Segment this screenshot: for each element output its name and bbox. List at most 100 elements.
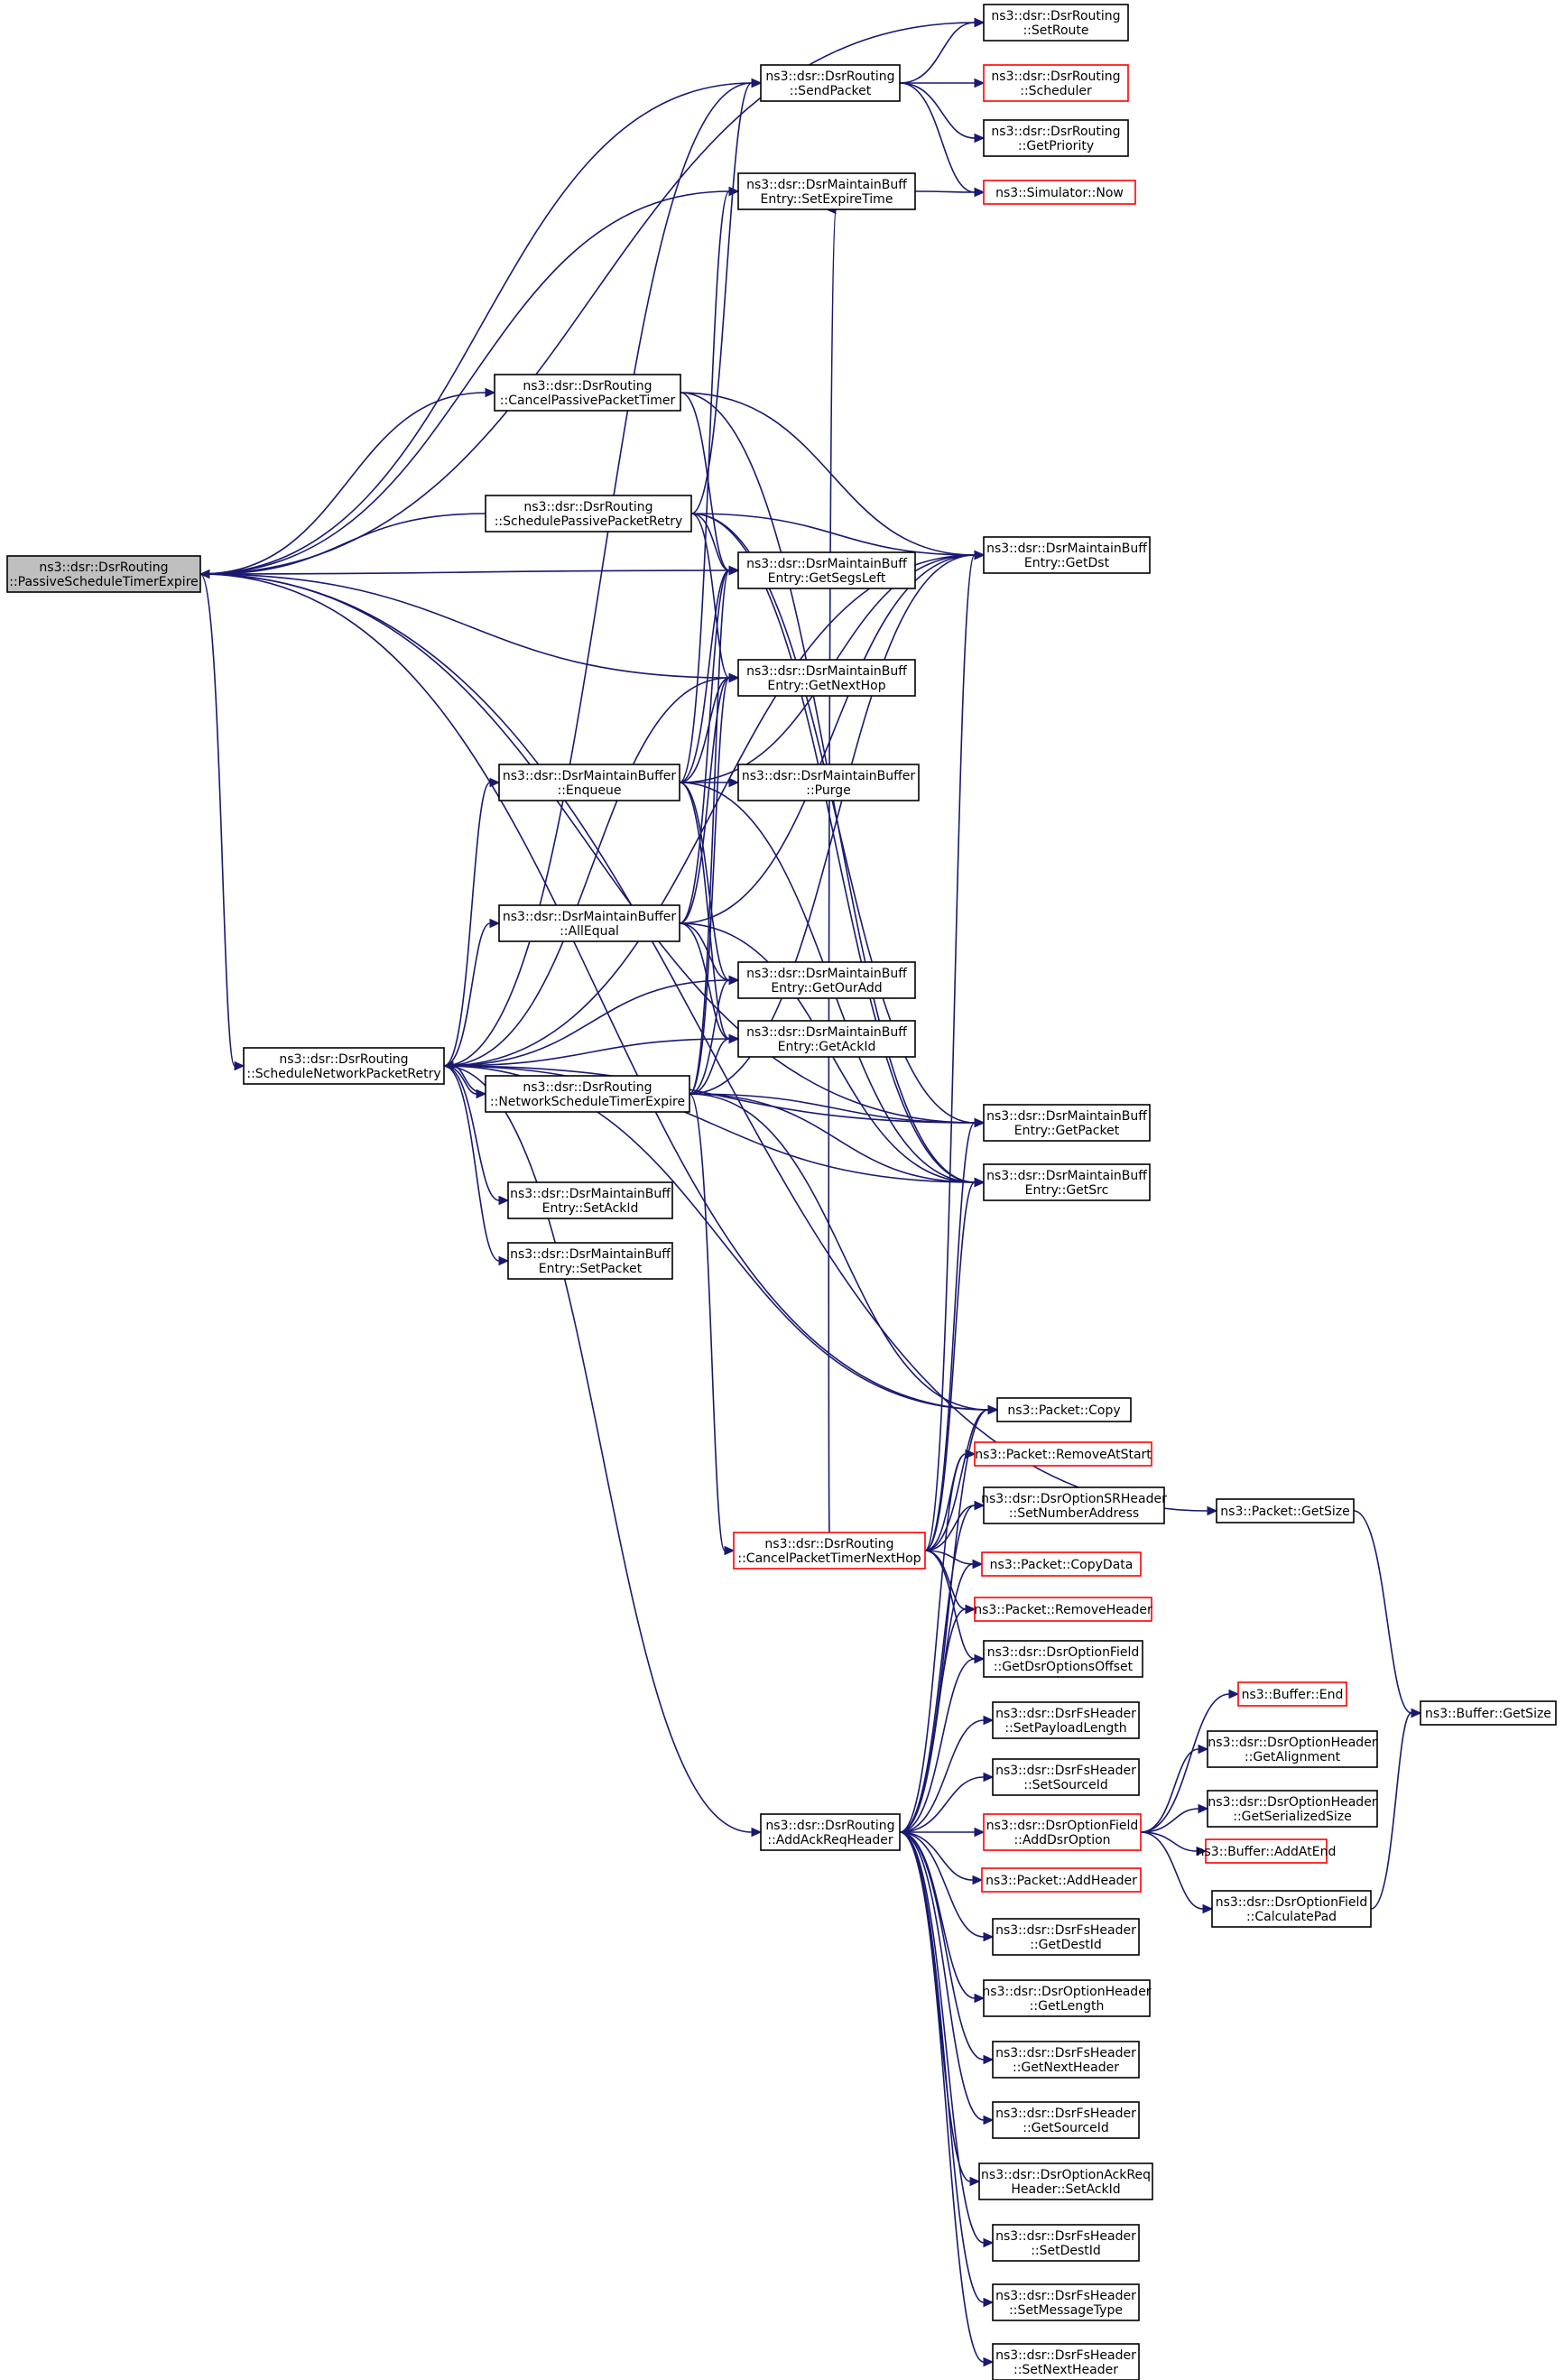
- node-get-dsr-options-offset[interactable]: ns3::dsr::DsrOptionField::GetDsrOptionsO…: [983, 1640, 1143, 1678]
- call-edge: [900, 78, 986, 88]
- node-label: ns3::dsr::DsrMaintainBuff: [986, 1109, 1147, 1124]
- call-edge: [680, 392, 740, 576]
- node-set-next-header[interactable]: ns3::dsr::DsrFsHeader::SetNextHeader: [992, 2343, 1140, 2380]
- node-label: ::SetRoute: [1023, 23, 1088, 38]
- node-buffer-get-size[interactable]: ns3::Buffer::GetSize: [1420, 1700, 1557, 1726]
- node-label: ::GetDsrOptionsOffset: [994, 1660, 1134, 1674]
- node-get-source-id[interactable]: ns3::dsr::DsrFsHeader::GetSourceId: [992, 2101, 1140, 2139]
- call-edge: [443, 918, 501, 1067]
- call-edge: [690, 78, 763, 514]
- node-label: ns3::dsr::DsrMaintainBuff: [746, 178, 907, 192]
- node-set-route[interactable]: ns3::dsr::DsrRouting::SetRoute: [983, 4, 1129, 42]
- node-add-dsr-option[interactable]: ns3::dsr::DsrOptionField::AddDsrOption: [983, 1813, 1142, 1851]
- node-cancel-passive-timer[interactable]: ns3::dsr::DsrRouting::CancelPassivePacke…: [494, 374, 681, 412]
- node-get-alignment[interactable]: ns3::dsr::DsrOptionHeader::GetAlignment: [1207, 1730, 1378, 1768]
- node-set-payload-length[interactable]: ns3::dsr::DsrFsHeader::SetPayloadLength: [992, 1701, 1140, 1739]
- node-label: ::NetworkScheduleTimerExpire: [490, 1095, 685, 1109]
- call-edge: [899, 1827, 986, 1838]
- node-send-packet[interactable]: ns3::dsr::DsrRouting::SendPacket: [760, 64, 901, 102]
- node-schedule-network-retry[interactable]: ns3::dsr::DsrRouting::ScheduleNetworkPac…: [243, 1047, 445, 1085]
- node-get-length[interactable]: ns3::dsr::DsrOptionHeader::GetLength: [982, 1979, 1152, 2017]
- node-get-next-header[interactable]: ns3::dsr::DsrFsHeader::GetNextHeader: [992, 2041, 1140, 2079]
- node-label: ::CancelPacketTimerNextHop: [737, 1551, 921, 1566]
- node-label: ns3::dsr::DsrMaintainBuff: [746, 664, 907, 679]
- node-schedule-passive-retry[interactable]: ns3::dsr::DsrRouting::SchedulePassivePac…: [485, 495, 692, 532]
- node-label: ns3::dsr::DsrFsHeader: [995, 1923, 1136, 1938]
- node-label: ::SetMessageType: [1009, 2303, 1123, 2318]
- node-label: ns3::dsr::DsrFsHeader: [995, 2046, 1136, 2061]
- node-label: ns3::dsr::DsrRouting: [764, 1537, 893, 1551]
- node-label: ns3::Buffer::End: [1242, 1688, 1344, 1702]
- node-set-packet[interactable]: ns3::dsr::DsrMaintainBuffEntry::SetPacke…: [507, 1242, 673, 1280]
- call-edge: [899, 1831, 995, 2367]
- call-edge: [899, 1831, 984, 1885]
- node-label: Entry::GetSrc: [1025, 1183, 1109, 1198]
- call-edge: [899, 1831, 995, 2065]
- node-passive-timer-expire: ns3::dsr::DsrRouting::PassiveScheduleTim…: [6, 555, 201, 593]
- node-simulator-now[interactable]: ns3::Simulator::Now: [983, 180, 1136, 205]
- node-label: ns3::dsr::DsrOptionField: [987, 1645, 1140, 1660]
- node-label: ns3::dsr::DsrRouting: [991, 125, 1120, 139]
- node-get-our-add[interactable]: ns3::dsr::DsrMaintainBuffEntry::GetOurAd…: [737, 961, 916, 999]
- node-get-dest-id[interactable]: ns3::dsr::DsrFsHeader::GetDestId: [992, 1918, 1140, 1956]
- node-cancel-timer-next-hop[interactable]: ns3::dsr::DsrRouting::CancelPacketTimerN…: [733, 1532, 926, 1570]
- node-add-ack-req-header[interactable]: ns3::dsr::DsrRouting::AddAckReqHeader: [760, 1813, 901, 1851]
- node-set-number-address[interactable]: ns3::dsr::DsrOptionSRHeader::SetNumberAd…: [981, 1486, 1167, 1524]
- node-label: ns3::dsr::DsrFsHeader: [995, 2289, 1136, 2303]
- node-label: ns3::dsr::DsrFsHeader: [995, 2348, 1136, 2363]
- node-label: Entry::GetOurAdd: [771, 981, 882, 996]
- node-label: ::SetNextHeader: [1013, 2363, 1118, 2377]
- node-label: ::Scheduler: [1020, 84, 1092, 98]
- node-get-serialized-size[interactable]: ns3::dsr::DsrOptionHeader::GetSerialized…: [1207, 1790, 1378, 1828]
- node-label: ns3::dsr::DsrFsHeader: [995, 2107, 1136, 2121]
- node-enqueue[interactable]: ns3::dsr::DsrMaintainBuffer::Enqueue: [498, 764, 680, 801]
- node-set-expire-time[interactable]: ns3::dsr::DsrMaintainBuffEntry::SetExpir…: [737, 172, 916, 210]
- node-set-source-id[interactable]: ns3::dsr::DsrFsHeader::SetSourceId: [992, 1758, 1140, 1796]
- node-get-next-hop[interactable]: ns3::dsr::DsrMaintainBuffEntry::GetNextH…: [737, 659, 916, 697]
- node-label: ::GetSourceId: [1023, 2121, 1108, 2135]
- node-all-equal[interactable]: ns3::dsr::DsrMaintainBuffer::AllEqual: [498, 904, 680, 942]
- node-calculate-pad[interactable]: ns3::dsr::DsrOptionField::CalculatePad: [1211, 1890, 1372, 1928]
- node-label: ::GetDestId: [1030, 1938, 1102, 1952]
- node-copy-data[interactable]: ns3::Packet::CopyData: [981, 1551, 1142, 1577]
- node-packet-get-size[interactable]: ns3::Packet::GetSize: [1216, 1498, 1355, 1523]
- node-label: ::SetDestId: [1031, 2244, 1101, 2258]
- node-label: ns3::Packet::AddHeader: [986, 1874, 1137, 1888]
- node-label: ns3::dsr::DsrRouting: [991, 9, 1120, 23]
- call-edge: [443, 1065, 510, 1206]
- node-remove-at-start[interactable]: ns3::Packet::RemoveAtStart: [974, 1441, 1152, 1467]
- node-label: ns3::dsr::DsrMaintainBuff: [510, 1247, 671, 1262]
- node-network-timer-expire[interactable]: ns3::dsr::DsrRouting::NetworkScheduleTim…: [485, 1075, 690, 1113]
- node-label: ns3::Packet::Copy: [1007, 1403, 1120, 1418]
- call-edge: [899, 1604, 976, 1833]
- node-scheduler[interactable]: ns3::dsr::DsrRouting::Scheduler: [983, 64, 1129, 102]
- node-label: ns3::dsr::DsrOptionHeader: [982, 1985, 1151, 1999]
- node-set-message-type[interactable]: ns3::dsr::DsrFsHeader::SetMessageType: [992, 2283, 1140, 2321]
- call-edge: [443, 1065, 763, 1838]
- node-set-ack-id-req[interactable]: ns3::dsr::DsrOptionAckReqHeader::SetAckI…: [978, 2162, 1153, 2200]
- node-add-header[interactable]: ns3::Packet::AddHeader: [981, 1867, 1142, 1893]
- node-label: ns3::dsr::DsrRouting: [523, 1080, 652, 1095]
- node-label: ::SetNumberAddress: [1009, 1506, 1139, 1521]
- call-edge: [899, 1831, 995, 2125]
- node-purge[interactable]: ns3::dsr::DsrMaintainBuffer::Purge: [737, 764, 920, 801]
- call-edge: [914, 187, 986, 198]
- node-remove-header[interactable]: ns3::Packet::RemoveHeader: [974, 1597, 1152, 1622]
- node-get-segs-left[interactable]: ns3::dsr::DsrMaintainBuffEntry::GetSegsL…: [737, 551, 916, 589]
- node-get-packet[interactable]: ns3::dsr::DsrMaintainBuffEntry::GetPacke…: [983, 1104, 1151, 1142]
- node-buffer-end[interactable]: ns3::Buffer::End: [1237, 1681, 1347, 1707]
- node-get-priority[interactable]: ns3::dsr::DsrRouting::GetPriority: [983, 119, 1129, 157]
- node-packet-copy[interactable]: ns3::Packet::Copy: [996, 1397, 1132, 1422]
- node-label: ::Enqueue: [557, 783, 621, 798]
- node-set-dest-id[interactable]: ns3::dsr::DsrFsHeader::SetDestId: [992, 2224, 1140, 2262]
- node-add-at-end[interactable]: ns3::Buffer::AddAtEnd: [1197, 1838, 1337, 1864]
- node-label: ns3::dsr::DsrFsHeader: [995, 2229, 1136, 2244]
- call-edge: [899, 1831, 995, 1942]
- node-label: ::SchedulePassivePacketRetry: [495, 514, 683, 529]
- node-label: ns3::dsr::DsrOptionSRHeader: [981, 1492, 1167, 1506]
